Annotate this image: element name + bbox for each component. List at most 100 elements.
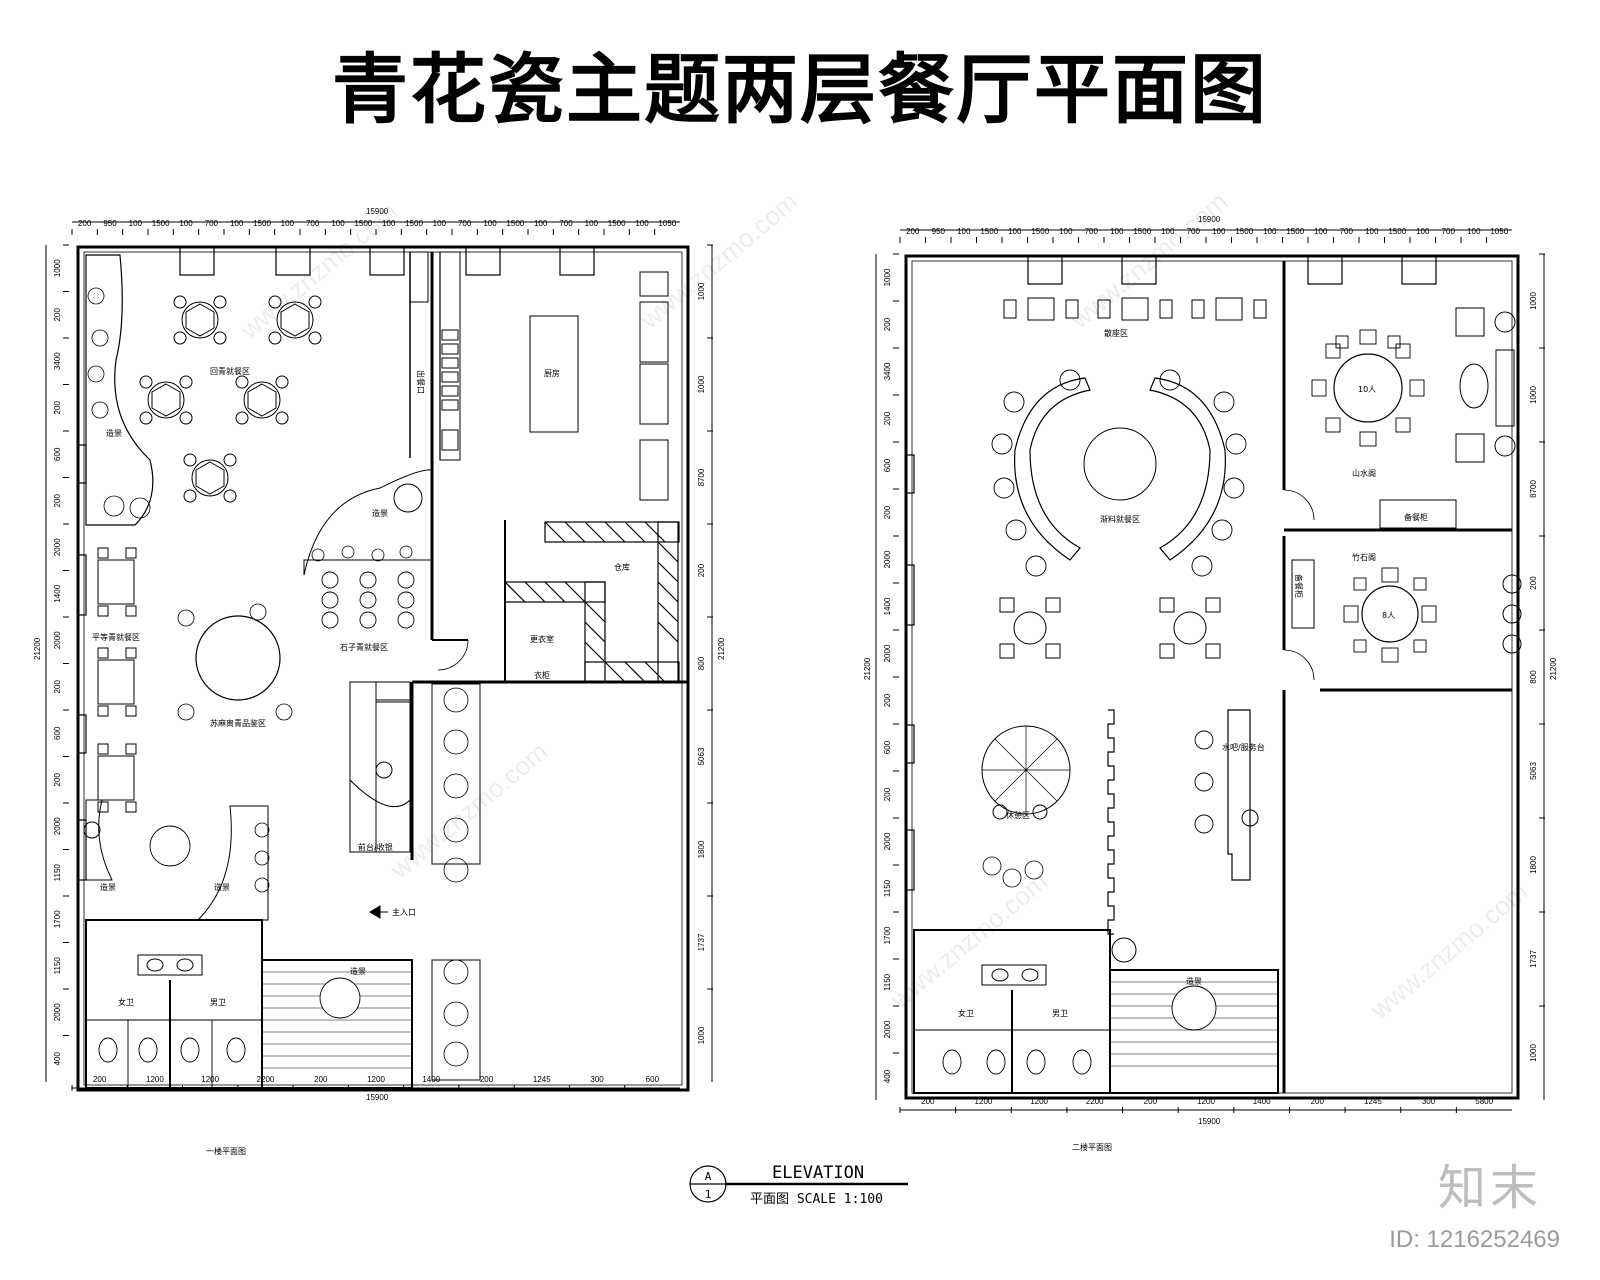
dimension-label: 1150	[53, 864, 62, 882]
dimension-label: 100	[331, 219, 345, 228]
dimension-label: 700	[559, 219, 573, 228]
watermark: www.znzmo.com	[884, 866, 1053, 1015]
dimension-label: 700	[1187, 227, 1201, 236]
dimension-label: 1500	[506, 219, 524, 228]
dimension-label: 1500	[1031, 227, 1049, 236]
dimension-label: 100	[230, 219, 244, 228]
p2-left-dimensions: 1000200340020060020020001400200020060020…	[883, 253, 899, 1083]
room-label: 出餐口	[416, 370, 426, 394]
dimension-label: 1200	[1030, 1097, 1048, 1106]
dimension-label: 2000	[883, 644, 892, 662]
dimension-label: 1200	[975, 1097, 993, 1106]
room-label: 石子青就餐区	[340, 642, 388, 652]
dimension-label: 5063	[697, 747, 706, 765]
room-label: 备餐柜	[1404, 512, 1428, 522]
dimension-label: 1800	[697, 840, 706, 858]
dimension-label: 1150	[53, 957, 62, 975]
p2-total-height-right: 21200	[1549, 657, 1558, 680]
dimension-label: 100	[1416, 227, 1430, 236]
p1-total-width-bottom: 15900	[366, 1093, 389, 1102]
dimension-label: 100	[1059, 227, 1073, 236]
dimension-label: 2000	[53, 538, 62, 556]
watermark: www.znzmo.com	[1364, 876, 1533, 1025]
ground-floor-plan	[45, 221, 713, 1092]
watermark: www.znzmo.com	[384, 736, 553, 885]
dimension-label: 100	[1008, 227, 1022, 236]
dimension-label: 100	[382, 219, 396, 228]
p1-left-dimensions: 1000200340020060020020001400200020060020…	[53, 244, 69, 1066]
dimension-label: 600	[883, 740, 892, 754]
room-label: 主入口	[392, 907, 416, 917]
dimension-label: 1500	[1133, 227, 1151, 236]
page-title: 青花瓷主题两层餐厅平面图	[332, 45, 1268, 134]
room-label: 休憩区	[1006, 810, 1030, 820]
dimension-label: 200	[53, 401, 62, 415]
p1-total-width: 15900	[366, 207, 389, 216]
dimension-label: 1400	[883, 597, 892, 615]
dimension-label: 1200	[201, 1075, 219, 1084]
dimension-label: 5063	[1529, 762, 1538, 780]
dimension-label: 100	[635, 219, 649, 228]
dimension-label: 1150	[883, 879, 892, 897]
dimension-label: 800	[697, 656, 706, 670]
room-label: 渐料就餐区	[1100, 514, 1140, 524]
dimension-label: 200	[480, 1075, 494, 1084]
dimension-label: 100	[1161, 227, 1175, 236]
room-label: 造景	[1186, 976, 1202, 986]
dimension-label: 200	[1144, 1097, 1158, 1106]
room-label: 8人	[1382, 611, 1395, 620]
room-label: 女卫	[118, 997, 134, 1007]
p1-total-height: 21200	[33, 637, 42, 660]
room-label: 男卫	[1052, 1009, 1068, 1018]
dimension-label: 2000	[883, 550, 892, 568]
dimension-label: 200	[93, 1075, 107, 1084]
dimension-label: 200	[883, 693, 892, 707]
room-label: 女卫	[958, 1008, 974, 1018]
dimension-label: 1245	[533, 1075, 551, 1084]
elevation-number: 1	[705, 1188, 712, 1201]
dimension-label: 100	[1263, 227, 1277, 236]
p1-total-height-right: 21200	[717, 637, 726, 660]
dimension-label: 950	[103, 219, 117, 228]
dimension-label: 100	[281, 219, 295, 228]
room-label: 10人	[1358, 385, 1376, 394]
dimension-label: 100	[1467, 227, 1481, 236]
dimension-label: 2200	[257, 1075, 275, 1084]
dimension-label: 100	[1212, 227, 1226, 236]
dimension-label: 1737	[1529, 950, 1538, 968]
room-label: 前台/收银	[358, 842, 393, 852]
dimension-label: 600	[53, 726, 62, 740]
dimension-label: 200	[53, 308, 62, 322]
watermark: www.znzmo.com	[634, 186, 803, 335]
dimension-label: 950	[932, 227, 946, 236]
dimension-label: 1000	[883, 268, 892, 286]
room-label: 男卫	[210, 998, 226, 1007]
dimension-label: 1200	[367, 1075, 385, 1084]
room-label: 造景	[350, 966, 366, 976]
dimension-label: 1500	[354, 219, 372, 228]
dimension-label: 200	[1529, 576, 1538, 590]
p2-total-width-bottom: 15900	[1198, 1117, 1221, 1126]
dimension-label: 5800	[1475, 1097, 1493, 1106]
dimension-label: 1000	[697, 375, 706, 393]
dimension-label: 600	[646, 1075, 660, 1084]
dimension-label: 100	[534, 219, 548, 228]
p2-total-height: 21200	[863, 657, 872, 680]
dimension-label: 700	[306, 219, 320, 228]
room-label: 山水阁	[1352, 468, 1376, 478]
p1-caption: 一楼平面图	[206, 1146, 246, 1156]
dimension-label: 1500	[405, 219, 423, 228]
dimension-label: 400	[53, 1052, 62, 1066]
asset-id: ID: 1216252469	[1389, 1226, 1560, 1253]
dimension-label: 2000	[883, 1020, 892, 1038]
dimension-label: 1500	[1235, 227, 1253, 236]
dimension-label: 1800	[1529, 856, 1538, 874]
dimension-label: 1400	[422, 1075, 440, 1084]
dimension-label: 1700	[53, 910, 62, 928]
room-label: 更衣室	[530, 634, 554, 644]
dimension-label: 300	[590, 1075, 604, 1084]
dimension-label: 1500	[1286, 227, 1304, 236]
